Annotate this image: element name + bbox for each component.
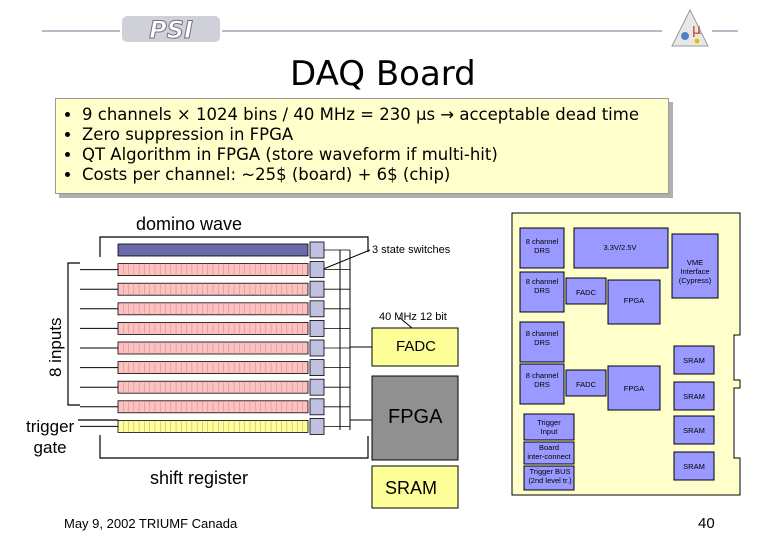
inputs-label: 8 inputs bbox=[46, 317, 65, 377]
drs-cell-row bbox=[117, 243, 309, 257]
sram-chip-2 bbox=[673, 381, 715, 411]
switch-pointer bbox=[315, 249, 371, 273]
drs-chip-1 bbox=[519, 227, 565, 269]
domino-wave-label: domino wave bbox=[136, 214, 243, 234]
bullet-item: Zero suppression in FPGA bbox=[82, 125, 668, 145]
trigger-bus-block bbox=[523, 465, 575, 491]
switch-box bbox=[309, 398, 325, 416]
psi-emblem-icon: μ bbox=[671, 8, 709, 47]
fpga-chip-1 bbox=[607, 279, 661, 325]
fpga-chip-2 bbox=[607, 365, 661, 411]
header-rule-left bbox=[42, 30, 120, 32]
sram-label: SRAM bbox=[385, 478, 438, 498]
sram-label-4: SRAM bbox=[683, 462, 705, 471]
bullet-box: 9 channels × 1024 bins / 40 MHz = 230 μs… bbox=[55, 98, 669, 194]
drs-diagram bbox=[67, 215, 513, 509]
footer-left: May 9, 2002 TRIUMF Canada bbox=[64, 516, 238, 531]
vme-label: VME Interface (Cypress) bbox=[678, 258, 712, 285]
sram-label-1: SRAM bbox=[683, 356, 705, 365]
board-interconnect-block bbox=[523, 441, 575, 465]
fadc-label-2: FADC bbox=[575, 380, 596, 389]
vme-block bbox=[671, 233, 719, 299]
bullet-item: 9 channels × 1024 bins / 40 MHz = 230 μs… bbox=[82, 105, 668, 125]
fadc-chip-2 bbox=[565, 369, 607, 397]
switch-box bbox=[309, 359, 325, 377]
svg-text:μ: μ bbox=[692, 22, 701, 38]
fpga-label-1: FPGA bbox=[623, 296, 645, 305]
bullet-item: Costs per channel: ~25$ (board) + 6$ (ch… bbox=[82, 165, 668, 185]
trigger-gate-label: trigger gate bbox=[26, 417, 75, 457]
switch-box bbox=[309, 261, 325, 279]
switch-box bbox=[309, 417, 325, 435]
fpga-label: FPGA bbox=[388, 406, 443, 428]
sram-chip-3 bbox=[673, 415, 715, 445]
bullet-item: QT Algorithm in FPGA (store waveform if … bbox=[82, 145, 668, 165]
switch-box bbox=[309, 280, 325, 298]
psi-logo: PSI bbox=[122, 16, 220, 44]
drs-chip-3 bbox=[519, 321, 565, 363]
board-interconnect-label: Board inter-connect bbox=[527, 443, 571, 461]
drs-label-1: 8 channel DRS bbox=[525, 237, 559, 255]
clock-label: 40 MHz 12 bit bbox=[379, 311, 447, 323]
fadc-label-1: FADC bbox=[575, 288, 596, 297]
trigger-bus-label: Trigger BUS (2nd level tr.) bbox=[528, 467, 572, 485]
fpga-block bbox=[371, 375, 459, 461]
switch-box bbox=[309, 241, 325, 259]
sram-label-2: SRAM bbox=[683, 392, 705, 401]
page-title: DAQ Board bbox=[290, 54, 476, 94]
switches-label: 3 state switches bbox=[372, 244, 451, 256]
switch-box bbox=[309, 339, 325, 357]
fadc-chip-1 bbox=[565, 277, 607, 305]
drs-label-4: 8 channel DRS bbox=[525, 371, 559, 389]
fpga-label-2: FPGA bbox=[623, 384, 645, 393]
drs-label-2: 8 channel DRS bbox=[525, 277, 559, 295]
fadc-block bbox=[371, 327, 459, 367]
power-label: 3.3V/2.5V bbox=[603, 243, 637, 252]
board-schematic bbox=[511, 212, 741, 496]
shift-register-bracket bbox=[99, 435, 369, 459]
sram-chip-4 bbox=[673, 451, 715, 481]
drs-label-3: 8 channel DRS bbox=[525, 329, 559, 347]
header-rule-right bbox=[222, 30, 662, 32]
page-number: 40 bbox=[698, 515, 715, 532]
power-block bbox=[573, 227, 669, 269]
shift-register-label: shift register bbox=[150, 468, 249, 488]
clock-pointer bbox=[399, 317, 413, 329]
switch-box bbox=[309, 300, 325, 318]
fadc-label: FADC bbox=[396, 338, 437, 355]
trigger-input-block bbox=[523, 413, 575, 441]
drs-chip-2 bbox=[519, 271, 565, 313]
inputs-bracket bbox=[67, 262, 80, 406]
drs-chip-4 bbox=[519, 363, 565, 405]
switch-box bbox=[309, 378, 325, 396]
sram-block bbox=[371, 465, 459, 509]
svg-text:PSI: PSI bbox=[149, 16, 193, 44]
switch-box bbox=[309, 319, 325, 337]
sram-chip-1 bbox=[673, 345, 715, 375]
trigger-input-label: Trigger Input bbox=[537, 418, 561, 436]
domino-wave-bracket bbox=[99, 236, 369, 257]
sram-label-3: SRAM bbox=[683, 426, 705, 435]
header-rule-far-right bbox=[712, 30, 738, 32]
